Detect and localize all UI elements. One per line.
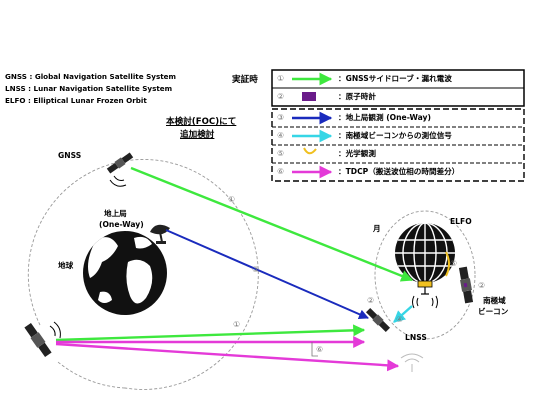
abbr-lnss: LNSS : Lunar Navigation Satellite System: [5, 84, 173, 93]
legend-label-2: ：原子時計: [338, 92, 376, 101]
label-moon: 月: [373, 224, 381, 233]
elfo-satellite: [458, 266, 474, 304]
label-lnss: LNSS: [405, 333, 427, 342]
legend-num-4: ④: [277, 131, 285, 140]
abbr-gnss: GNSS : Global Navigation Satellite Syste…: [5, 72, 177, 81]
legend-clock-symbol: [302, 92, 316, 101]
beacon-signal-arrow: [393, 305, 413, 323]
label-beacon-2: ビーコン: [478, 307, 509, 316]
marker-gnss-link: ①: [228, 195, 236, 204]
legend-label-4: ：南極域ビーコンからの測位信号: [338, 131, 452, 140]
legend-study-header-2: 追加検討: [180, 130, 215, 140]
label-elfo: ELFO: [450, 217, 472, 226]
marker-lower-link: ①: [233, 320, 241, 329]
legend-optical-symbol: [303, 147, 317, 155]
label-beacon-1: 南極域: [483, 296, 506, 305]
legend-label-3: ：地上局観測 (One-Way): [338, 113, 431, 122]
ground-station-dish: [150, 224, 170, 244]
gnss-sidelobe-arrow: [130, 166, 414, 282]
marker-ground-link: ③: [252, 265, 260, 274]
faded-signal-icon: [400, 353, 424, 372]
moon-orbit: [374, 210, 476, 340]
moon-globe: [395, 223, 455, 295]
legend-label-5: ：光学観測: [338, 149, 376, 158]
ground-observation-arrow: [165, 229, 369, 319]
label-ground-station-1: 地上局: [104, 209, 127, 218]
label-ground-station-2: (One-Way): [99, 220, 144, 229]
abbr-elfo: ELFO : Elliptical Lunar Frozen Orbit: [5, 96, 147, 105]
lower-satellite: [24, 322, 52, 358]
label-earth: 地球: [58, 261, 74, 270]
earth-globe: [83, 231, 167, 315]
label-gnss: GNSS: [58, 151, 82, 160]
legend-num-6: ⑥: [277, 167, 285, 176]
marker-beacon-clock: ②: [478, 281, 486, 290]
earth-orbit: [27, 159, 259, 390]
marker-tdcp-link: ⑥: [316, 345, 324, 354]
lower-sidelobe-arrow: [55, 324, 366, 342]
marker-optical: ⑤: [450, 259, 458, 268]
legend-num-3: ③: [277, 113, 285, 122]
legend-num-1: ①: [277, 74, 285, 83]
marker-beacon-signal: ④: [396, 315, 404, 324]
legend-num-5: ⑤: [277, 149, 285, 158]
gnss-satellite: [106, 152, 134, 174]
legend-label-6: ：TDCP（搬送波位相の時間差分）: [338, 167, 460, 176]
marker-atomic-clock: ②: [367, 296, 375, 305]
legend-study-header-1: 本検討(FOC)にて: [166, 117, 237, 127]
legend-label-1: ：GNSSサイドローブ・漏れ電波: [338, 74, 452, 83]
lnss-satellite: [365, 307, 391, 333]
optical-arc: [445, 251, 450, 277]
tdcp-arrow-2: [55, 342, 400, 372]
legend-num-2: ②: [277, 92, 285, 101]
legend-demo-header: 実証時: [232, 75, 258, 85]
